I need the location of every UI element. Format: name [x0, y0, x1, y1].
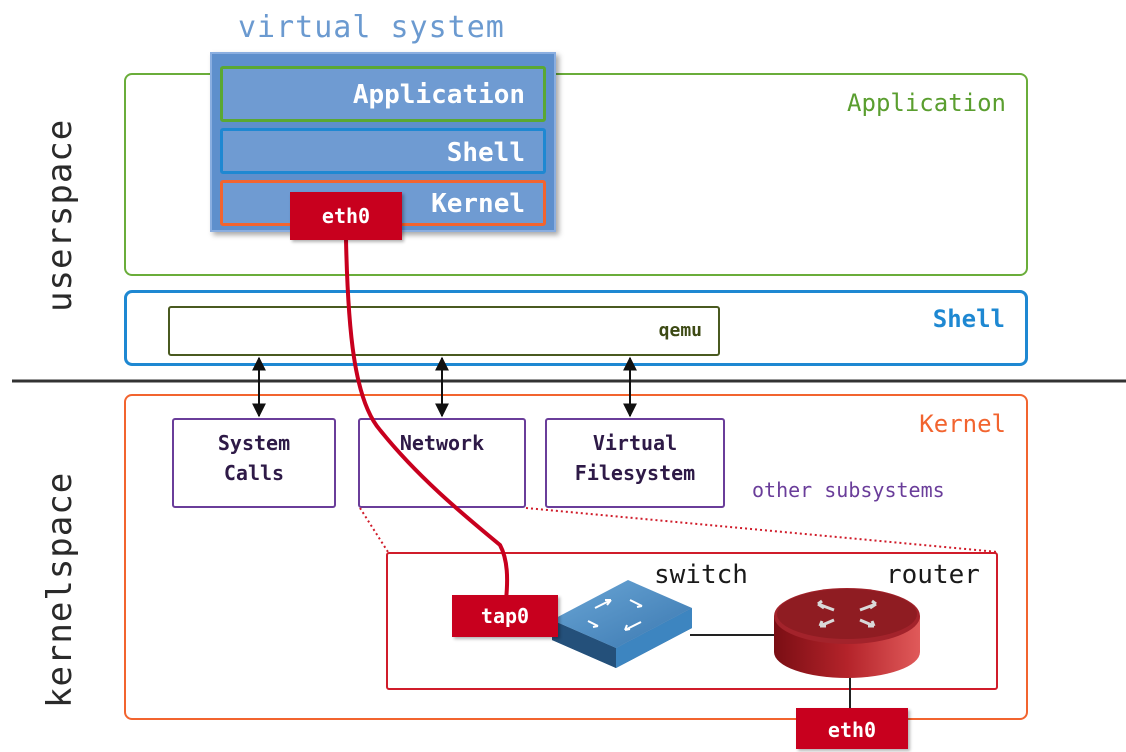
network-label: Network: [399, 431, 485, 455]
virtual-cable: [344, 239, 510, 601]
vs-shell-layer: Shell: [220, 128, 546, 174]
system-calls-line1: System: [217, 431, 291, 455]
system-calls-box: System Calls: [172, 418, 336, 508]
virtual-filesystem-box: Virtual Filesystem: [545, 418, 725, 508]
application-region-label: Application: [847, 89, 1006, 117]
vfs-line1: Virtual: [592, 431, 678, 455]
kernel-region-label: Kernel: [919, 410, 1006, 438]
switch-icon: [552, 580, 692, 668]
shell-region-label: Shell: [932, 305, 1005, 333]
qemu-label: qemu: [658, 320, 702, 341]
router-label: router: [886, 560, 980, 590]
zoom-line-right: [525, 507, 999, 553]
other-subsystems-label: other subsystems: [752, 478, 945, 502]
router-icon: [774, 588, 920, 678]
qemu-box: qemu: [168, 306, 720, 356]
vm-eth0-interface: eth0: [290, 192, 402, 240]
switch-label: switch: [654, 560, 748, 590]
tap0-interface: tap0: [452, 595, 558, 637]
virtual-system-title: virtual system: [238, 10, 505, 45]
system-calls-line2: Calls: [223, 461, 285, 485]
vfs-line2: Filesystem: [574, 461, 696, 485]
zoom-line-left: [359, 507, 389, 553]
vs-application-layer: Application: [220, 66, 546, 122]
host-eth0-interface: eth0: [796, 708, 908, 749]
